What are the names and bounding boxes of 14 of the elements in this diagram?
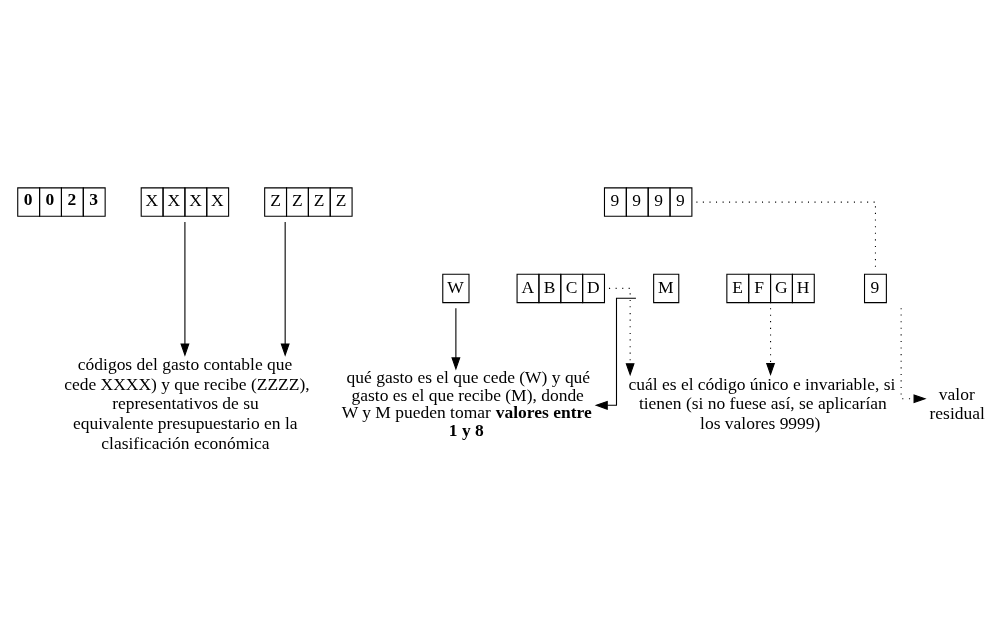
arrow (765, 307, 775, 376)
arrow (594, 297, 636, 410)
node-box: W (441, 273, 470, 303)
arrow (280, 220, 290, 357)
arrow (179, 220, 189, 357)
arrow (900, 307, 927, 403)
node-text: códigos del gasto contable que cede XXXX) y que recibe (ZZZZ), representativos de su equivalente presupuestario en la clasificación económica (63, 353, 310, 453)
arrow (607, 287, 635, 376)
node-text: cuál es el código único e invariable, si tienen (si no fuese así, se aplicarían los valores 9999) (628, 373, 895, 433)
node-text: qué gasto es el que cede (W) y qué gasto es el que recibe (M), donde W y M pueden tomar valores entre 1 y 8 (341, 366, 592, 440)
arrow (450, 307, 460, 370)
node-text: valor residual (929, 383, 985, 423)
node-box: M (652, 273, 679, 303)
node-box: 9 (863, 273, 887, 303)
